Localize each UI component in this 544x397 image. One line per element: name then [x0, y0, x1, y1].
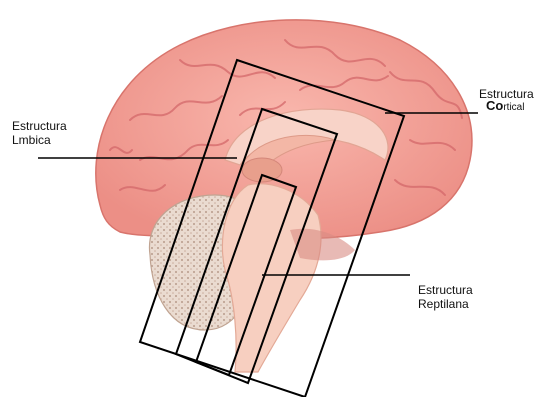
- reptilian-label-line1: Estructura: [418, 283, 473, 297]
- reptilian-label: Estructura Reptilana: [418, 283, 473, 311]
- brainstem: [222, 184, 321, 372]
- limbic-label-line1: Estructura: [12, 119, 67, 133]
- cortical-label-part-b: rtical: [503, 102, 524, 113]
- thalamus: [242, 158, 282, 182]
- cortical-label-line2: Cortical: [486, 99, 524, 115]
- limbic-label-line2: Lmbica: [12, 133, 67, 147]
- cortical-label-part-a: Co: [486, 98, 503, 113]
- reptilian-label-line2: Reptilana: [418, 297, 473, 311]
- limbic-label: Estructura Lmbica: [12, 119, 67, 147]
